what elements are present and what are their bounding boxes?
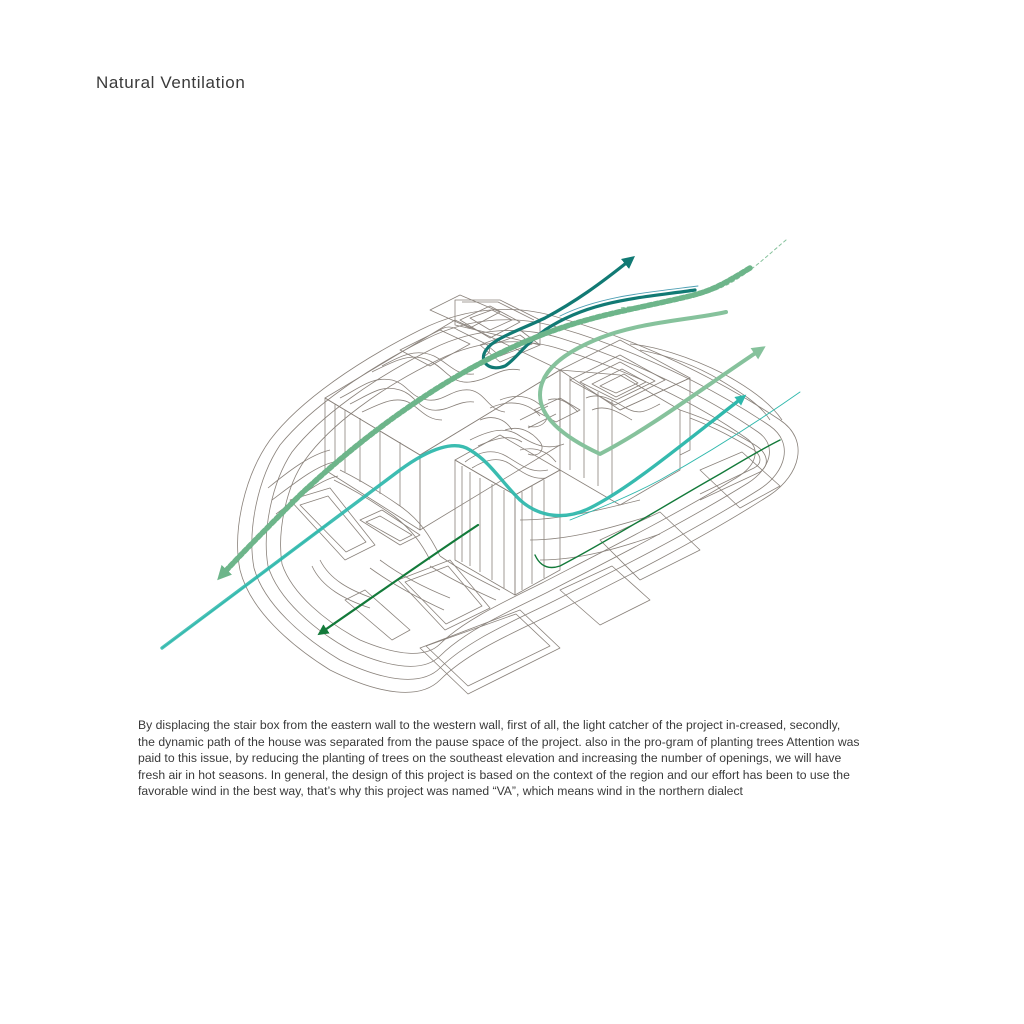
page-title: Natural Ventilation bbox=[96, 73, 246, 92]
description-paragraph: By displacing the stair box from the eas… bbox=[138, 718, 860, 799]
wind-flow-arrow-icon bbox=[160, 239, 801, 650]
ventilation-diagram bbox=[160, 239, 801, 695]
